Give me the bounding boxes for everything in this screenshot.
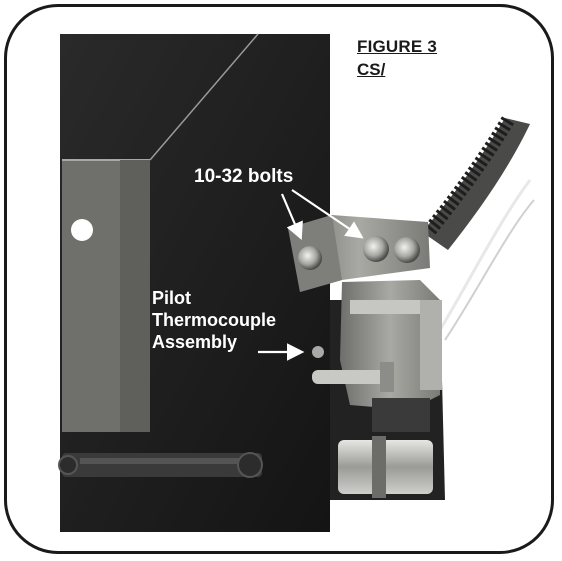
pilot-tube [312,370,390,384]
figure-subtitle: CS/ [357,60,386,79]
thin-wire [149,33,259,161]
pilot-callout-line-2: Thermocouple [152,310,277,330]
flex-conduit [422,116,530,250]
bolt-left [298,246,322,270]
mounting-hole [71,219,93,241]
pilot-thermocouple-callout: Pilot Thermocouple Assembly [152,287,276,353]
bolt-right [394,237,420,263]
white-wire-2 [444,199,535,341]
pilot-callout-line-1: Pilot [152,288,191,308]
bolt-center [363,236,389,262]
lower-block [372,398,430,432]
pilot-callout-line-3: Assembly [152,332,238,352]
white-wire-1 [438,179,532,331]
bolts-callout: 10-32 bolts [194,166,294,187]
figure-title: FIGURE 3 [357,37,438,56]
bottom-rod [62,453,262,477]
